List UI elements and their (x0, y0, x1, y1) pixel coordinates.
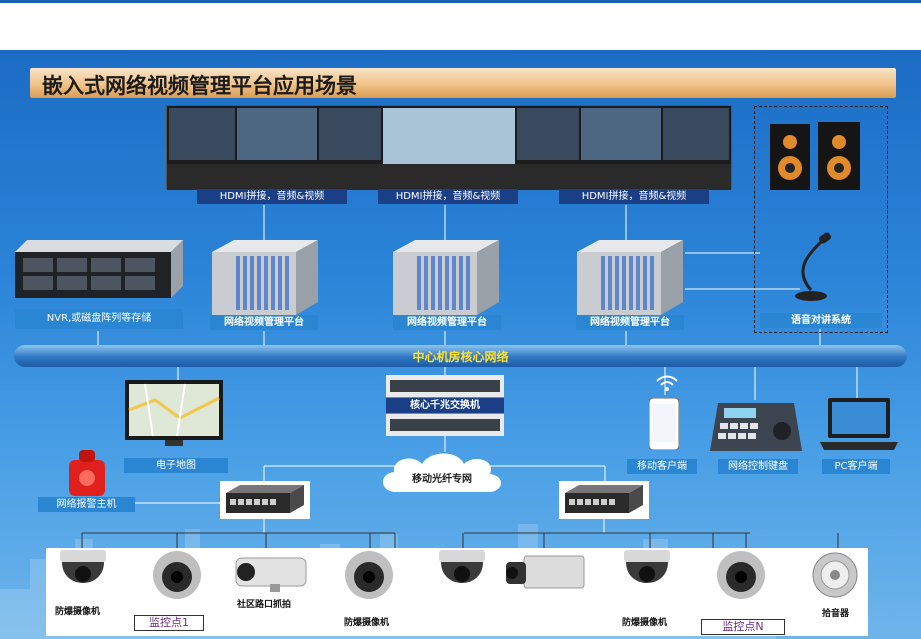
electronic-map-monitor-icon (125, 380, 223, 446)
mobile-client-label: 移动客户端 (627, 459, 697, 474)
platform-chassis-icon (393, 240, 499, 315)
control-keyboard-label: 网络控制键盘 (718, 459, 798, 474)
dome-camera-icon (439, 550, 485, 583)
core-network-backbone: 中心机房核心网络 (14, 345, 907, 367)
top-accent-bar (0, 0, 921, 3)
diagram-title: 嵌入式网络视频管理平台应用场景 (42, 73, 357, 98)
bullet-camera-icon (235, 557, 307, 592)
emap-label: 电子地图 (124, 458, 228, 473)
camera-label-pickup: 拾音器 (822, 609, 850, 619)
microphone-icon (795, 232, 832, 301)
intercom-label: 语音对讲系统 (760, 313, 882, 328)
camera-label-explosion-proof-2: 防爆摄像机 (344, 618, 390, 628)
backbone-label: 中心机房核心网络 (412, 350, 509, 364)
platform-label-3: 网络视频管理平台 (576, 315, 684, 330)
dome-camera-icon (624, 550, 670, 583)
camera-label-road-capture: 社区路口抓拍 (237, 600, 292, 610)
dome-camera-icon (717, 551, 765, 599)
monitor-point-tag-n: 监控点N (701, 619, 785, 635)
video-wall-screen (517, 108, 579, 160)
alarm-host-icon (69, 450, 105, 496)
video-wall (166, 105, 732, 190)
nvr-storage-label: NVR,或磁盘阵列等存储 (15, 309, 183, 329)
hdmi-label-2: HDMI拼接，音频&视频 (378, 189, 518, 204)
platform-chassis-icon (577, 240, 683, 315)
mobile-phone-icon (649, 398, 679, 450)
core-switch-icon (386, 414, 504, 436)
hdmi-label-1: HDMI拼接，音频&视频 (197, 189, 347, 204)
dome-camera-icon (345, 551, 393, 599)
pickup-microphone-icon (812, 552, 858, 598)
intercom-group-box (754, 106, 888, 333)
dome-camera-icon (60, 550, 106, 583)
fiber-label: 移动光纤专网 (412, 474, 472, 485)
hdmi-label-3: HDMI拼接，音频&视频 (559, 189, 709, 204)
dome-camera-icon (153, 551, 201, 599)
access-switch-icon (220, 481, 310, 519)
nvr-storage-icon (15, 240, 183, 298)
control-keyboard-icon (710, 403, 802, 451)
speaker-icon (770, 122, 860, 190)
platform-label-1: 网络视频管理平台 (210, 315, 318, 330)
video-wall-cabinet (167, 164, 731, 190)
diagram-title-bar: 嵌入式网络视频管理平台应用场景 (30, 68, 896, 98)
video-wall-screen (663, 108, 729, 160)
platform-label-2: 网络视频管理平台 (393, 315, 501, 330)
wifi-icon (656, 375, 678, 391)
camera-label-explosion-proof-3: 防爆摄像机 (622, 618, 668, 628)
core-switch-icon (386, 375, 504, 397)
video-wall-screen (581, 108, 661, 160)
access-switch-icon (559, 481, 649, 519)
pc-client-label: PC客户端 (822, 459, 890, 474)
camera-label-explosion-proof-1: 防爆摄像机 (55, 607, 101, 617)
pc-laptop-icon (820, 398, 898, 450)
video-wall-screen (237, 108, 317, 160)
box-camera-icon (506, 555, 585, 589)
platform-chassis-icon (212, 240, 318, 315)
video-wall-screen (169, 108, 235, 160)
alarm-host-label: 网络报警主机 (38, 497, 135, 512)
fiber-cloud-icon (382, 453, 502, 492)
monitor-point-tag-1: 监控点1 (134, 615, 204, 631)
core-switch-label: 核心千兆交换机 (386, 398, 504, 413)
video-wall-screen (319, 108, 381, 160)
